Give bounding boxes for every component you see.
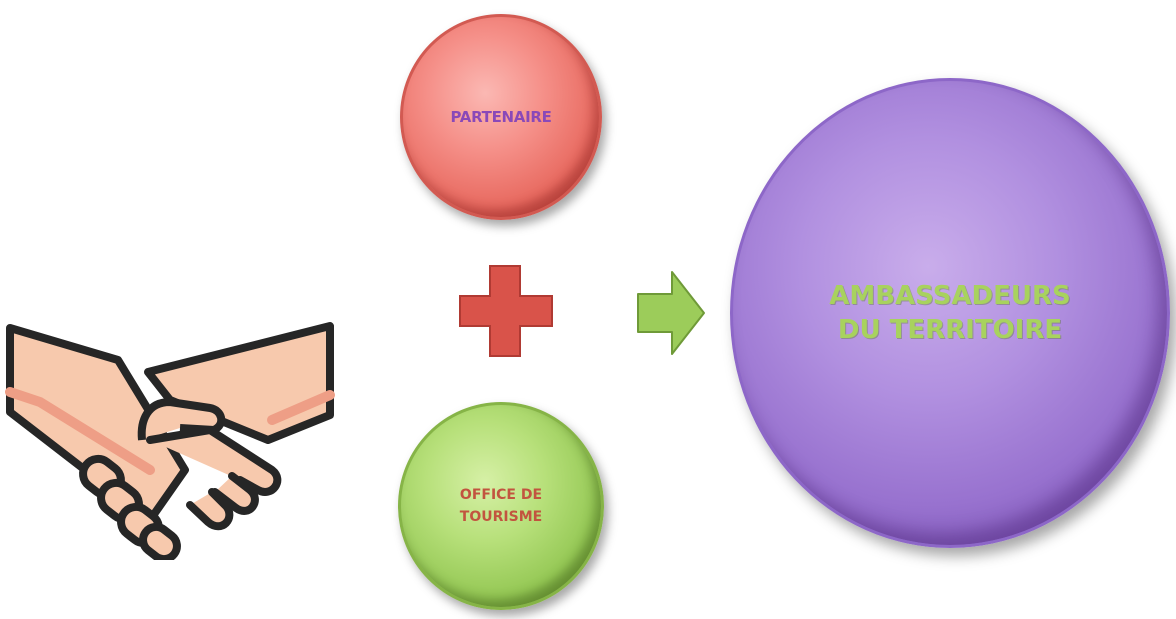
ambassador-label-line1: AMBASSADEURS bbox=[829, 281, 1071, 311]
ambassador-label-line2: DU TERRITOIRE bbox=[837, 315, 1063, 345]
arrow-right-icon bbox=[637, 271, 705, 355]
partner-label: PARTENAIRE bbox=[450, 108, 552, 126]
ambassador-circle: AMBASSADEURS DU TERRITOIRE bbox=[730, 78, 1170, 548]
office-label-line1: OFFICE DE bbox=[459, 487, 543, 503]
plus-icon bbox=[459, 265, 553, 357]
office-circle: OFFICE DE TOURISME bbox=[398, 402, 604, 610]
office-label-line2: TOURISME bbox=[459, 509, 543, 525]
partner-circle: PARTENAIRE bbox=[400, 14, 602, 220]
handshake-icon bbox=[5, 322, 335, 560]
